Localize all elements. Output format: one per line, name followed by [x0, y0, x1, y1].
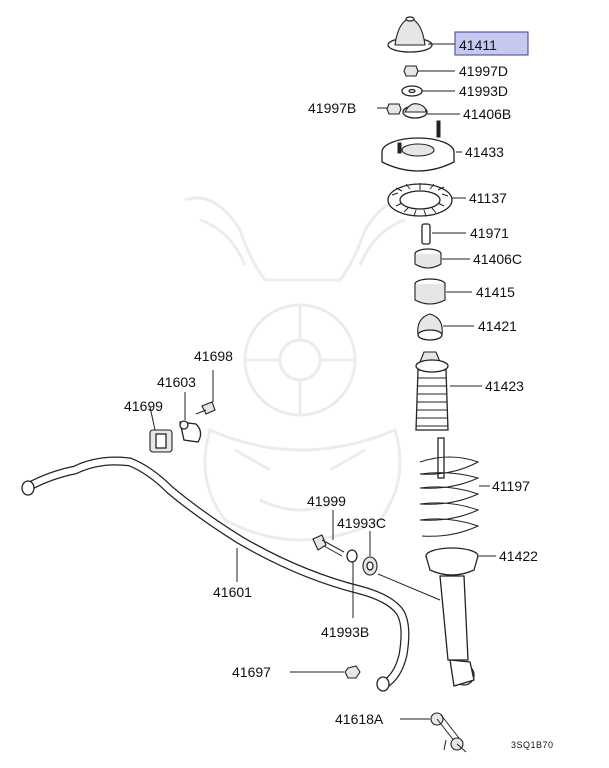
label-41406C[interactable]: 41406C [473, 251, 522, 267]
part-41993D-washer[interactable] [401, 85, 423, 97]
label-41603[interactable]: 41603 [157, 374, 196, 390]
label-41406B[interactable]: 41406B [463, 106, 511, 122]
label-41422[interactable]: 41422 [499, 548, 538, 564]
shock-absorber-body[interactable] [439, 575, 475, 687]
label-41421[interactable]: 41421 [478, 318, 517, 334]
part-41699-bushing[interactable] [149, 429, 173, 453]
part-41698-bolt[interactable] [195, 401, 216, 415]
label-41433[interactable]: 41433 [465, 144, 504, 160]
part-41415-cup[interactable] [414, 278, 446, 305]
leader-lines [149, 43, 496, 720]
part-41971-rod[interactable] [421, 223, 431, 245]
label-41197[interactable]: 41197 [492, 478, 530, 494]
part-41197-spring[interactable] [419, 437, 480, 537]
part-41618A-link[interactable] [430, 712, 467, 753]
part-41422-lower-seat[interactable] [425, 547, 479, 576]
part-41433-mount[interactable] [381, 120, 455, 172]
part-41406B-bushing[interactable] [402, 103, 428, 119]
part-41406C-bushing[interactable] [414, 248, 442, 269]
label-41415[interactable]: 41415 [476, 284, 515, 300]
part-41993B-washer[interactable] [346, 549, 358, 563]
part-41997B-nut[interactable] [386, 103, 402, 115]
part-41137-spring-seat[interactable] [387, 183, 453, 217]
part-41697-nut[interactable] [344, 665, 361, 679]
part-41423-boot[interactable] [415, 351, 449, 431]
label-41699[interactable]: 41699 [124, 398, 163, 414]
label-41411[interactable]: 41411 [459, 37, 497, 53]
part-41997D-nut[interactable] [403, 65, 419, 77]
watermark-emblem [184, 196, 421, 542]
diagram-code: 3SQ1B70 [511, 740, 554, 750]
label-41997D[interactable]: 41997D [459, 63, 508, 79]
part-labels[interactable]: 41411 41997D 41993D 41997B 41406B 41433 … [124, 37, 538, 727]
part-41411-cap[interactable] [387, 16, 433, 53]
label-41601[interactable]: 41601 [213, 584, 252, 600]
label-41423[interactable]: 41423 [485, 378, 524, 394]
label-41697[interactable]: 41697 [232, 664, 271, 680]
label-41698[interactable]: 41698 [194, 348, 233, 364]
part-41421-bump-stop[interactable] [417, 313, 443, 341]
label-41993D[interactable]: 41993D [459, 83, 508, 99]
label-41997B[interactable]: 41997B [308, 100, 356, 116]
label-41971[interactable]: 41971 [470, 225, 509, 241]
label-41993B[interactable]: 41993B [321, 624, 369, 640]
label-41137[interactable]: 41137 [469, 190, 507, 206]
label-41993C[interactable]: 41993C [337, 515, 386, 531]
part-41601-stabilizer-bar[interactable] [21, 456, 410, 692]
highlight-box-41411 [454, 31, 529, 56]
part-41999-bolt[interactable] [312, 534, 345, 557]
label-41999[interactable]: 41999 [307, 493, 346, 509]
part-41603-bracket[interactable] [179, 420, 202, 443]
label-41618A[interactable]: 41618A [335, 711, 384, 727]
part-41993C-bushing[interactable] [362, 556, 378, 576]
